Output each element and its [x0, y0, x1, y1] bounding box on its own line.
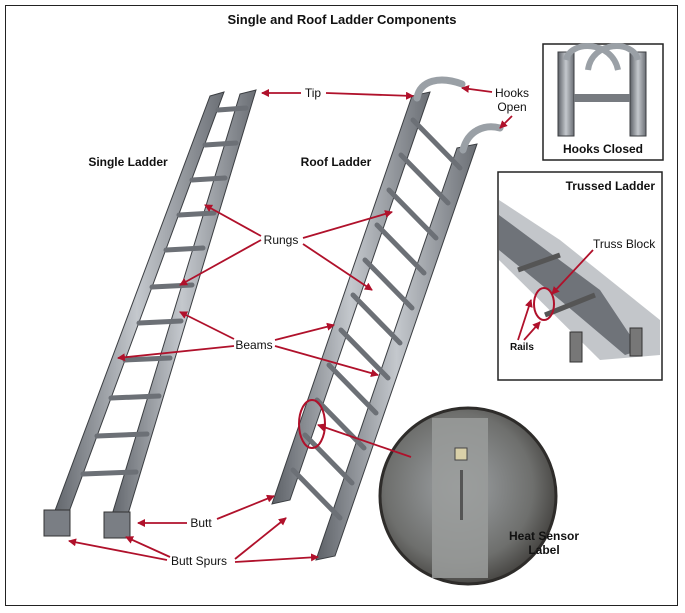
diagram-title: Single and Roof Ladder Components — [228, 12, 457, 27]
rails-label: Rails — [510, 342, 534, 353]
butt-spurs-label: Butt Spurs — [171, 554, 227, 568]
rails-arrow-1 — [517, 299, 533, 341]
rails-arrow-2 — [523, 321, 541, 341]
trussed-ladder-label: Trussed Ladder — [566, 179, 656, 193]
hooks-open-label-line2: Open — [497, 100, 526, 114]
roof-ladder-label: Roof Ladder — [301, 155, 372, 169]
truss-block-label: Truss Block — [593, 237, 656, 251]
beams-label: Beams — [235, 338, 272, 352]
trussed-ladder-inset: Trussed Ladder Truss Block Rails — [497, 171, 663, 381]
roof-ladder — [271, 76, 504, 561]
hooks-closed-label: Hooks Closed — [563, 142, 643, 156]
callout-arrows — [68, 84, 513, 563]
single-ladder-label: Single Ladder — [88, 155, 168, 169]
hooks-open-label-line1: Hooks — [495, 86, 529, 100]
hooks-closed-inset: Hooks Closed — [542, 43, 664, 161]
heat-sensor-label-line1: Heat Sensor — [509, 529, 579, 543]
heat-sensor-label-line2: Label — [528, 543, 559, 557]
heat-sensor-inset — [378, 406, 558, 586]
tip-label: Tip — [305, 86, 322, 100]
diagram-frame — [5, 5, 678, 606]
rungs-label: Rungs — [264, 233, 299, 247]
truss-block-arrow — [551, 249, 594, 295]
butt-label: Butt — [190, 516, 212, 530]
